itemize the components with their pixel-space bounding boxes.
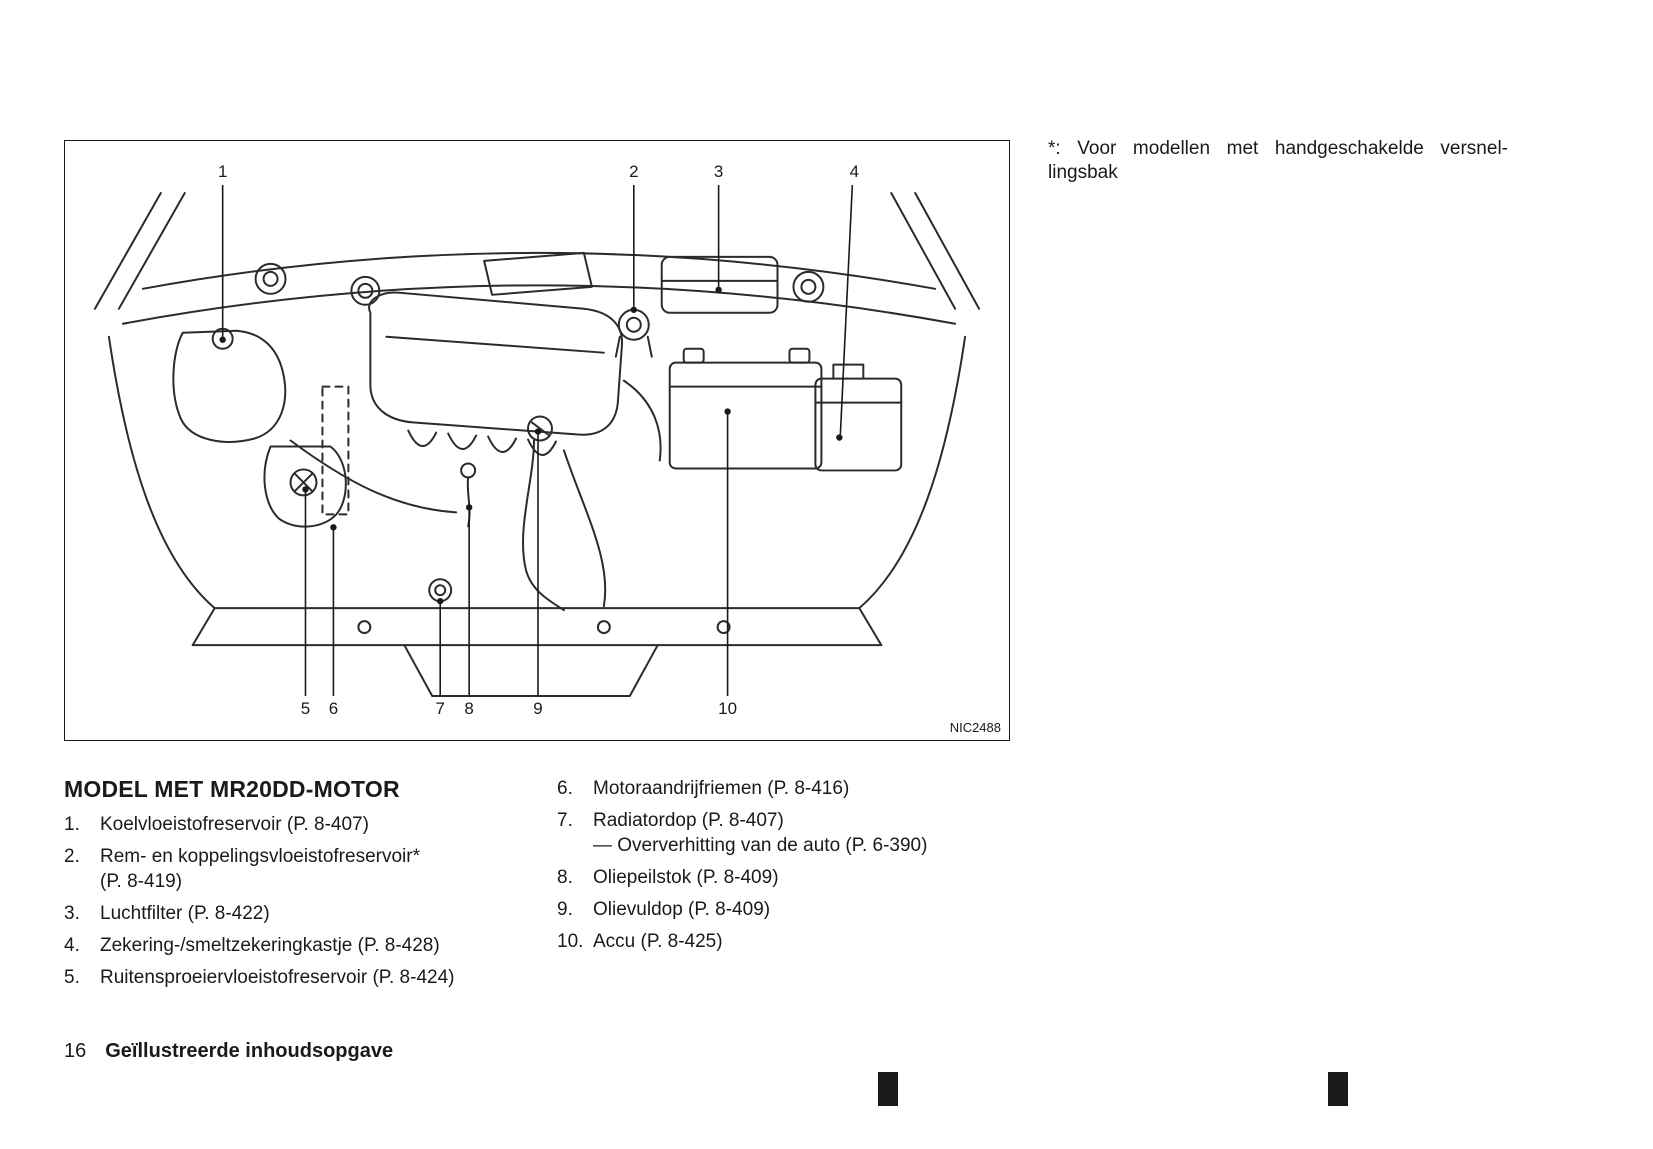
item-number: 7.: [557, 810, 573, 831]
engine-compartment-figure: 1 2 3 4 5 6 7 8 9 10 NIC2488: [64, 140, 1010, 741]
callout-numbers: 1 2 3 4 5 6 7 8 9 10: [218, 162, 859, 718]
footnote: *: Voor modellen met handgeschakelde ver…: [1048, 137, 1508, 185]
callout-4: 4: [850, 162, 859, 181]
callout-5: 5: [301, 699, 310, 718]
item-label: Olievuldop (P. 8-409): [593, 899, 771, 920]
oil-dipstick: [460, 462, 477, 528]
footer-section-title: Geïllustreerde inhoudsopgave: [105, 1040, 394, 1062]
item-text: Zekering-/smeltzekeringkastje (P. 8-428): [100, 933, 546, 958]
thumb-index-mark: [1328, 1072, 1348, 1106]
engine-illustration: 1 2 3 4 5 6 7 8 9 10: [93, 162, 981, 718]
item-label: Oliepeilstok (P. 8-409): [593, 867, 779, 888]
legend-item-5: 5. Ruitensproeiervloeistofreservoir (P. …: [64, 965, 546, 990]
callout-2: 2: [629, 162, 638, 181]
item-text: Radiatordop (P. 8-407) — Oververhitting v…: [593, 808, 997, 858]
footer-page-number: 16: [64, 1040, 87, 1062]
drive-belt-area: [321, 385, 350, 516]
item-number: 10.: [557, 931, 584, 952]
callout-3: 3: [714, 162, 723, 181]
thumb-index-mark: [878, 1072, 898, 1106]
fuse-box: [814, 363, 903, 472]
hoses: [289, 379, 662, 612]
hood-outline: [93, 192, 981, 610]
item-label: Rem- en koppelingsvloeistofreservoir*: [100, 846, 420, 867]
item-label: Luchtfilter (P. 8-422): [100, 903, 270, 924]
strut-caps: [254, 262, 825, 306]
air-filter-box: [660, 255, 779, 314]
item-number: 6.: [557, 778, 573, 799]
washer-reservoir: [263, 445, 347, 528]
item-number: 2.: [64, 846, 80, 867]
item-text: Oliepeilstok (P. 8-409): [593, 865, 997, 890]
legend-item-1: 1. Koelvloeistofreservoir (P. 8-407): [64, 812, 546, 837]
item-text: Ruitensproeiervloeistofreservoir (P. 8-4…: [100, 965, 546, 990]
legend-item-4: 4. Zekering-/smeltzekeringkastje (P. 8-4…: [64, 933, 546, 958]
callout-dots: [219, 286, 843, 605]
item-label: Koelvloeistofreservoir (P. 8-407): [100, 814, 369, 835]
item-label: Ruitensproeiervloeistofreservoir (P. 8-4…: [100, 967, 455, 988]
item-number: 9.: [557, 899, 573, 920]
item-number: 1.: [64, 814, 80, 835]
legend-item-6: 6. Motoraandrijfriemen (P. 8-416): [557, 776, 997, 801]
oil-filler-cap: [527, 415, 553, 442]
legend-item-10: 10. Accu (P. 8-425): [557, 929, 997, 954]
engine-cover: [368, 251, 623, 456]
legend-item-7: 7. Radiatordop (P. 8-407) — Oververhittin…: [557, 808, 997, 858]
item-label: Radiatordop (P. 8-407): [593, 810, 784, 831]
legend-item-2: 2. Rem- en koppelingsvloeistofreservoir*…: [64, 844, 546, 894]
item-text: Rem- en koppelingsvloeistofreservoir* (P.…: [100, 844, 546, 894]
radiator-crossmember: [191, 607, 883, 697]
footnote-line-2: lingsbak: [1048, 162, 1118, 183]
item-sub: (P. 8-419): [100, 871, 183, 892]
item-label: Motoraandrijfriemen (P. 8-416): [593, 778, 850, 799]
legend-item-3: 3. Luchtfilter (P. 8-422): [64, 901, 546, 926]
radiator-cap: [428, 578, 453, 603]
item-label: Zekering-/smeltzekeringkastje (P. 8-428): [100, 935, 440, 956]
item-number: 5.: [64, 967, 80, 988]
footnote-line-1: *: Voor modellen met handgeschakelde ver…: [1048, 138, 1508, 159]
callout-10: 10: [718, 699, 737, 718]
callout-8: 8: [464, 699, 473, 718]
item-label: Accu (P. 8-425): [593, 931, 723, 952]
callout-7: 7: [435, 699, 444, 718]
coolant-reservoir: [172, 327, 287, 443]
legend-right-column: 6. Motoraandrijfriemen (P. 8-416) 7. Rad…: [557, 776, 997, 961]
callout-lines: [221, 185, 854, 696]
item-text: Motoraandrijfriemen (P. 8-416): [593, 776, 997, 801]
item-number: 8.: [557, 867, 573, 888]
item-text: Luchtfilter (P. 8-422): [100, 901, 546, 926]
item-text: Olievuldop (P. 8-409): [593, 897, 997, 922]
item-number: 4.: [64, 935, 80, 956]
page-footer: 16 Geïllustreerde inhoudsopgave: [64, 1040, 393, 1063]
callout-1: 1: [218, 162, 227, 181]
legend-item-9: 9. Olievuldop (P. 8-409): [557, 897, 997, 922]
legend-item-8: 8. Oliepeilstok (P. 8-409): [557, 865, 997, 890]
battery: [668, 347, 823, 470]
figure-code: NIC2488: [949, 720, 1001, 735]
legend-title: MODEL MET MR20DD-MOTOR: [64, 776, 400, 802]
item-number: 3.: [64, 903, 80, 924]
legend-left-column: 1. Koelvloeistofreservoir (P. 8-407) 2. …: [64, 812, 546, 997]
item-sub: — Oververhitting van de auto (P. 6-390): [593, 835, 928, 856]
callout-6: 6: [329, 699, 338, 718]
callout-9: 9: [533, 699, 542, 718]
item-text: Koelvloeistofreservoir (P. 8-407): [100, 812, 546, 837]
item-text: Accu (P. 8-425): [593, 929, 997, 954]
